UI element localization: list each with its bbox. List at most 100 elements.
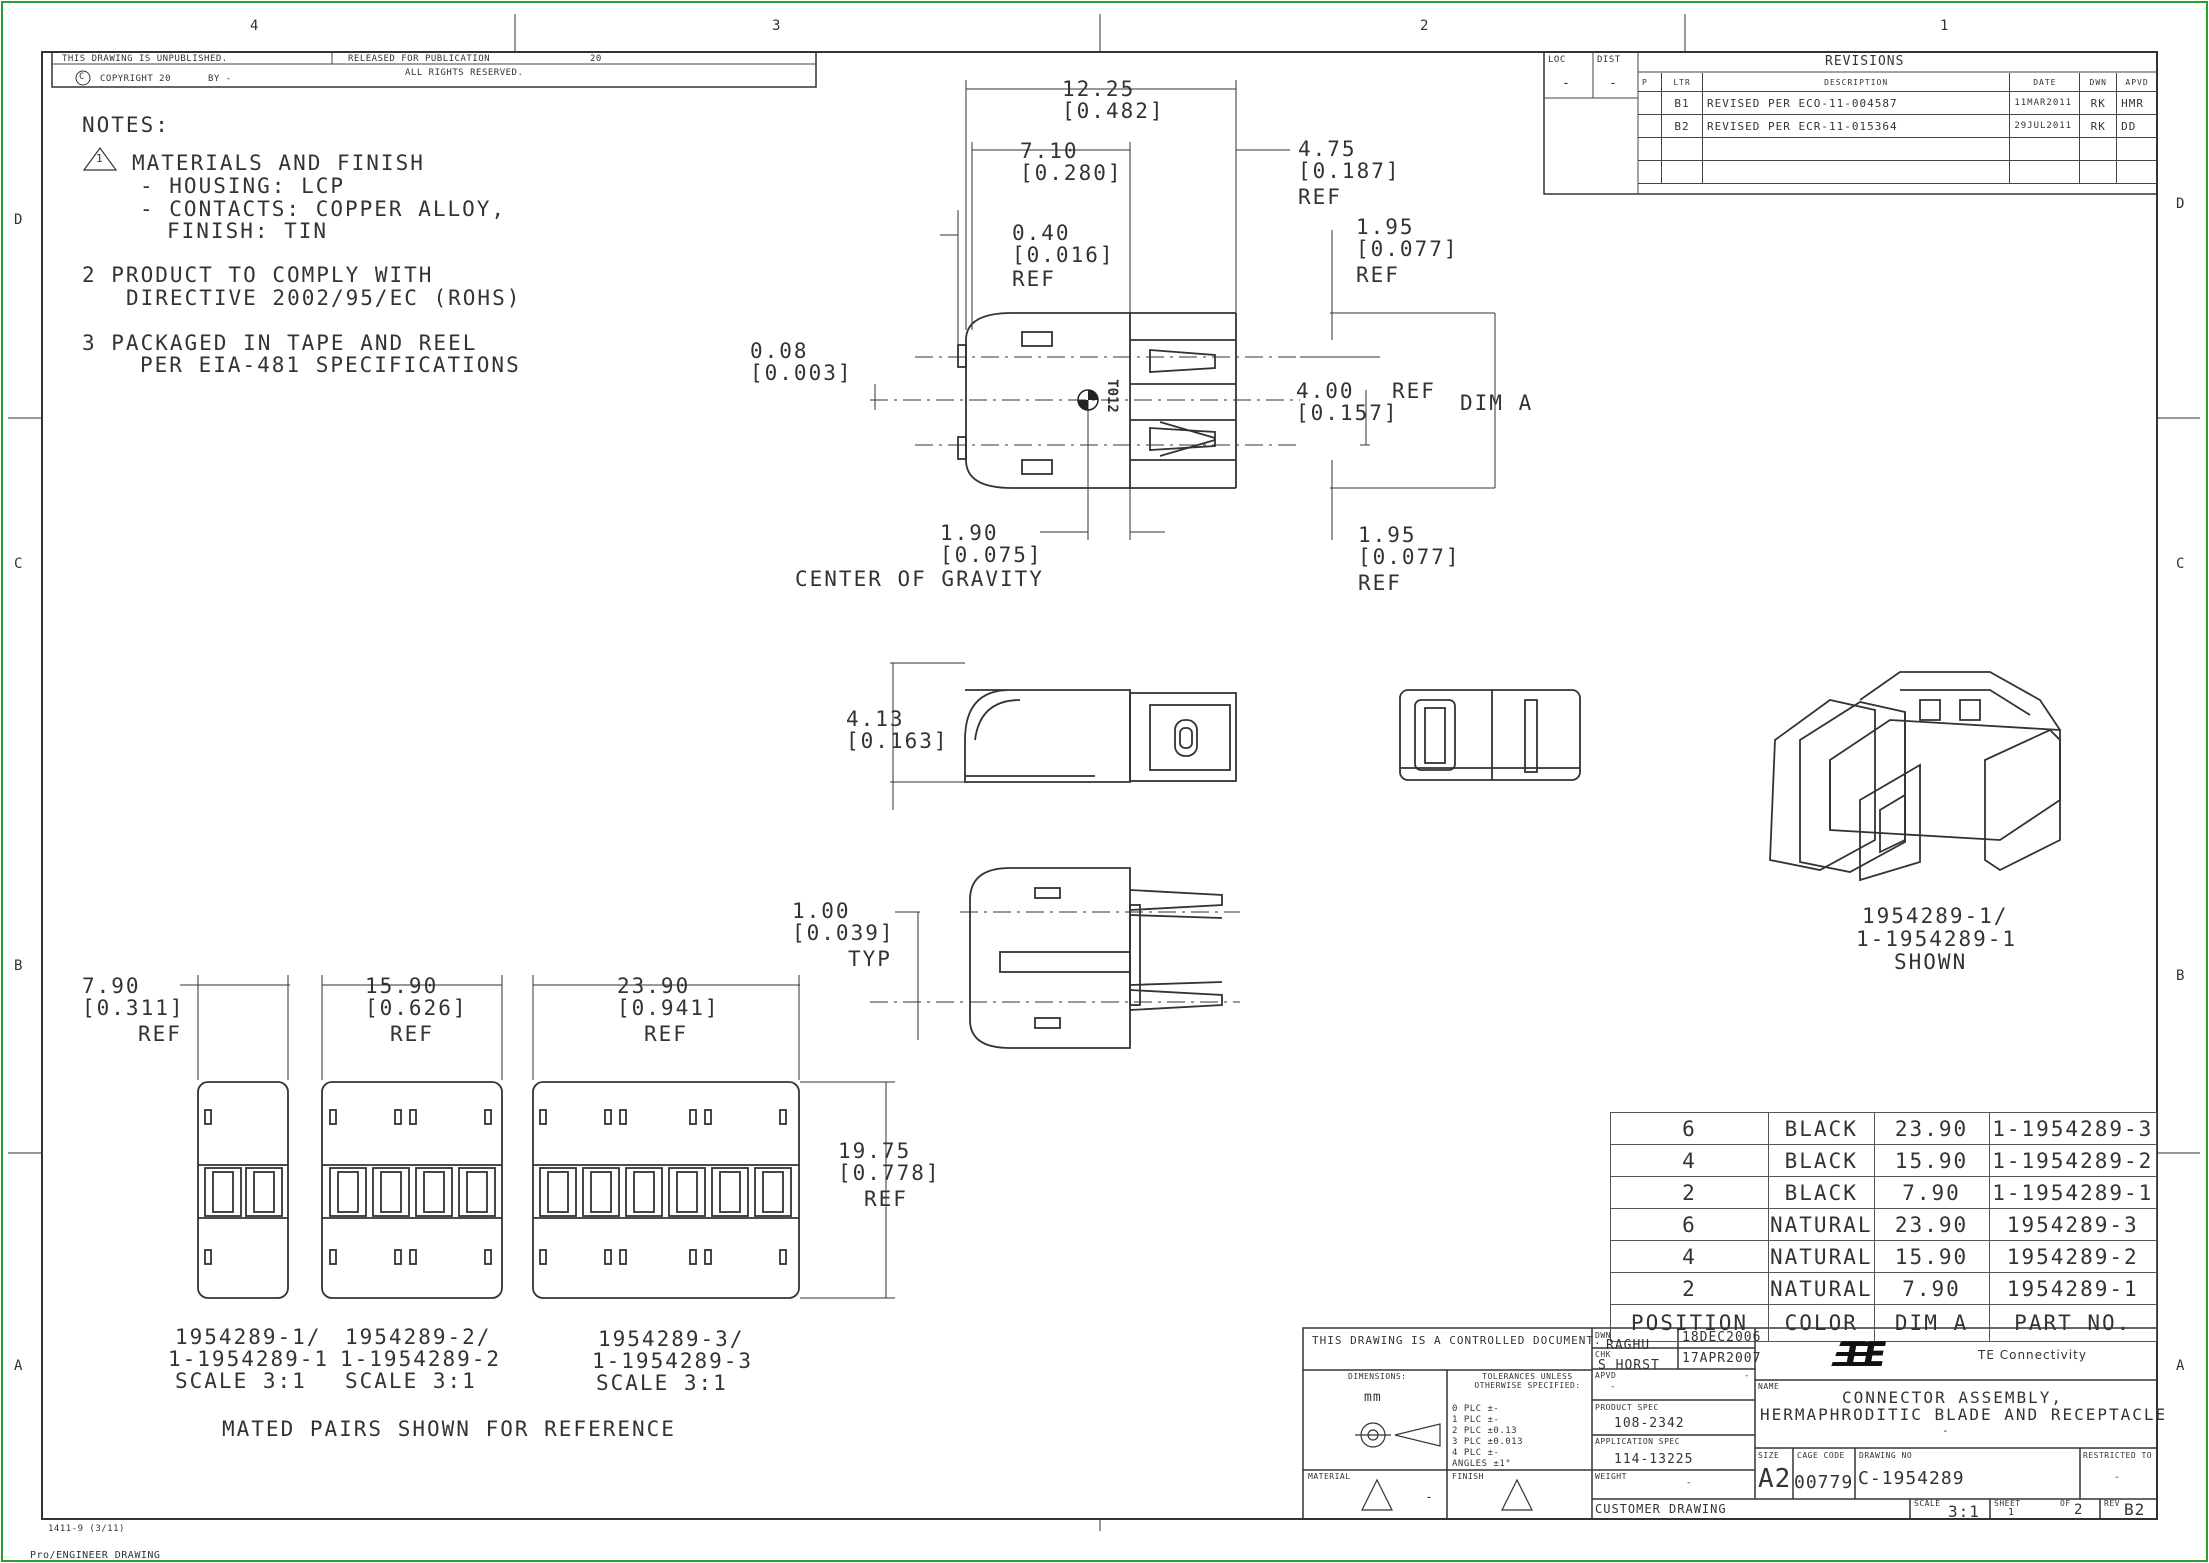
zone-a-right: A	[2176, 1358, 2186, 1374]
restricted-to-value: -	[2114, 1472, 2122, 1483]
copyright-by: BY -	[208, 74, 232, 84]
dim-a-label: DIM A	[1460, 391, 1534, 415]
revision-row-blank-1	[1638, 137, 2157, 161]
dim-4-00-ref: REF	[1392, 379, 1436, 403]
chk-value: S HORST	[1598, 1358, 1660, 1373]
dim-4-00: 4.00	[1296, 379, 1355, 403]
zone-3: 3	[772, 18, 782, 34]
part-cell: 4	[1610, 1240, 1769, 1273]
part-cell: 1-1954289-3	[1988, 1112, 2158, 1145]
dim-1-90: 1.90	[940, 521, 999, 545]
dwn-date: 18DEC2006	[1682, 1330, 1762, 1345]
scale-value: 3:1	[1948, 1502, 1980, 1521]
loc-value: -	[1562, 76, 1571, 91]
zone-b-left: B	[14, 958, 24, 974]
rev-b2-desc: REVISED PER ECR-11-015364	[1702, 114, 2011, 138]
release-year: 20	[590, 54, 602, 64]
part-cell: NATURAL	[1768, 1208, 1875, 1241]
note-3b: PER EIA-481 SPECIFICATIONS	[140, 353, 521, 377]
rev-col-dwn: DWN	[2079, 73, 2118, 92]
dimensions-value: mm	[1364, 1390, 1382, 1405]
dim-7-10: 7.10	[1020, 139, 1079, 163]
te-logo-stripe-3	[1831, 1362, 1867, 1366]
material-label: MATERIAL	[1308, 1472, 1351, 1481]
part-cell: 15.90	[1873, 1144, 1990, 1177]
tolerance-0plc: 0 PLC ±-	[1452, 1404, 1500, 1414]
dim-0-40: 0.40	[1012, 221, 1071, 245]
title-line-1: CONNECTOR ASSEMBLY,	[1842, 1388, 2064, 1407]
dist-label: DIST	[1597, 55, 1621, 65]
part-cell: 23.90	[1873, 1112, 1990, 1145]
note-1a: - HOUSING: LCP	[140, 174, 346, 198]
notes-title: NOTES:	[82, 113, 170, 137]
size-value: A2	[1758, 1464, 1792, 1494]
dim-23-90: 23.90	[617, 974, 691, 998]
part-cell: BLACK	[1768, 1144, 1875, 1177]
company-name: TE Connectivity	[1978, 1348, 2087, 1362]
sheet-total: 2	[2074, 1502, 2084, 1518]
part-header-dima: DIM A	[1873, 1304, 1990, 1342]
te-logo-stripe-2	[1835, 1352, 1871, 1356]
dim-7-90: 7.90	[82, 974, 141, 998]
part-cell: 1954289-3	[1988, 1208, 2158, 1241]
dim-12-25-inch: [0.482]	[1062, 99, 1165, 123]
part-cell: 2	[1610, 1176, 1769, 1209]
part-cell: 1954289-2	[1988, 1240, 2158, 1273]
dwn-label: DWN	[1595, 1331, 1611, 1340]
note-2a: 2 PRODUCT TO COMPLY WITH	[82, 263, 434, 287]
dim-1-95-top-inch: [0.077]	[1356, 237, 1459, 261]
cage-code-label: CAGE CODE	[1797, 1451, 1845, 1460]
part-cell: 6	[1610, 1112, 1769, 1145]
zone-c-left: C	[14, 556, 24, 572]
tolerance-2plc: 2 PLC ±0.13	[1452, 1426, 1518, 1436]
form-number: 1411-9 (3/11)	[48, 1524, 125, 1534]
application-spec-value: 114-13225	[1614, 1452, 1694, 1467]
tolerances-label: TOLERANCES UNLESS OTHERWISE SPECIFIED:	[1474, 1372, 1581, 1390]
loc-label: LOC	[1548, 55, 1566, 65]
dim-4-00-inch: [0.157]	[1296, 401, 1399, 425]
dim-1-95-top-ref: REF	[1356, 263, 1400, 287]
part-cell: BLACK	[1768, 1112, 1875, 1145]
part-cell: 15.90	[1873, 1240, 1990, 1273]
dim-0-08: 0.08	[750, 339, 809, 363]
rev-b1-dwn: RK	[2079, 91, 2118, 115]
housing-marking-t012: T012	[1103, 379, 1120, 413]
dim-23-90-ref: REF	[644, 1022, 688, 1046]
dim-15-90: 15.90	[365, 974, 439, 998]
unpublished-text: THIS DRAWING IS UNPUBLISHED.	[62, 54, 228, 64]
mated-caption-3c: SCALE 3:1	[596, 1371, 728, 1395]
note-3a: 3 PACKAGED IN TAPE AND REEL	[82, 331, 478, 355]
dim-7-10-inch: [0.280]	[1020, 161, 1123, 185]
sheet-label: SHEET	[1994, 1499, 2021, 1508]
chk-label: CHK	[1595, 1350, 1611, 1359]
dim-0-40-inch: [0.016]	[1012, 243, 1115, 267]
rev-b1-desc: REVISED PER ECO-11-004587	[1702, 91, 2011, 115]
dim-19-75: 19.75	[838, 1139, 912, 1163]
dim-1-00-inch: [0.039]	[792, 921, 895, 945]
customer-drawing-label: CUSTOMER DRAWING	[1595, 1502, 1727, 1516]
rev-label: REV	[2104, 1499, 2120, 1508]
mated-caption-2c: SCALE 3:1	[345, 1369, 477, 1393]
part-cell: 4	[1610, 1144, 1769, 1177]
te-logo-stripe-1	[1839, 1342, 1875, 1346]
dim-1-95-top: 1.95	[1356, 215, 1415, 239]
apvd-date: -	[1744, 1371, 1751, 1381]
dim-7-90-inch: [0.311]	[82, 996, 185, 1020]
side-view-housing	[964, 689, 1237, 783]
mated-caption-1b: 1-1954289-1	[168, 1347, 330, 1371]
dim-4-13: 4.13	[846, 707, 905, 731]
apvd-label: APVD	[1595, 1371, 1617, 1380]
bottom-view-housing	[969, 867, 1223, 1049]
material-value: -	[1425, 1490, 1434, 1505]
mated-caption-1a: 1954289-1/	[175, 1325, 322, 1349]
mated-caption-1c: SCALE 3:1	[175, 1369, 307, 1393]
dim-0-40-ref: REF	[1012, 267, 1056, 291]
rev-b2-p	[1638, 114, 1663, 138]
dwn-value: RAGHU	[1606, 1338, 1651, 1353]
rev-col-desc: DESCRIPTION	[1702, 73, 2011, 92]
dim-1-00-typ: TYP	[848, 947, 892, 971]
revision-row-b1: B1 REVISED PER ECO-11-004587 11MAR2011 R…	[1638, 91, 2157, 115]
mated-caption-2a: 1954289-2/	[345, 1325, 492, 1349]
